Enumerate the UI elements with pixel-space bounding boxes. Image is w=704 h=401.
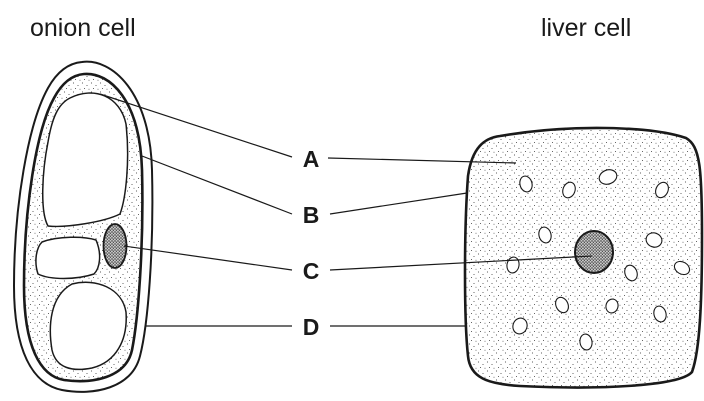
- onion-vacuole-middle: [35, 236, 101, 280]
- label-a: A: [303, 146, 320, 172]
- label-d: D: [303, 314, 320, 340]
- leader-b-liver: [329, 192, 468, 215]
- onion-vacuole-bottom: [49, 281, 127, 371]
- onion-vacuole-top: [42, 92, 129, 228]
- label-c: C: [303, 258, 320, 284]
- leader-c-liver: [329, 255, 593, 271]
- leader-lines: [99, 93, 593, 327]
- liver-cell-title: liver cell: [541, 14, 632, 42]
- liver-nucleus: [574, 230, 614, 274]
- onion-cell-title: onion cell: [30, 14, 136, 42]
- liver-organelles: [506, 169, 691, 351]
- onion-nucleus: [102, 223, 128, 269]
- liver-cell: [463, 126, 704, 389]
- leader-c-onion: [123, 245, 293, 271]
- label-b: B: [303, 202, 320, 228]
- leader-b-onion: [141, 155, 293, 215]
- leader-a-liver: [327, 157, 517, 164]
- leader-a-onion: [99, 93, 293, 158]
- onion-cell: [12, 60, 154, 393]
